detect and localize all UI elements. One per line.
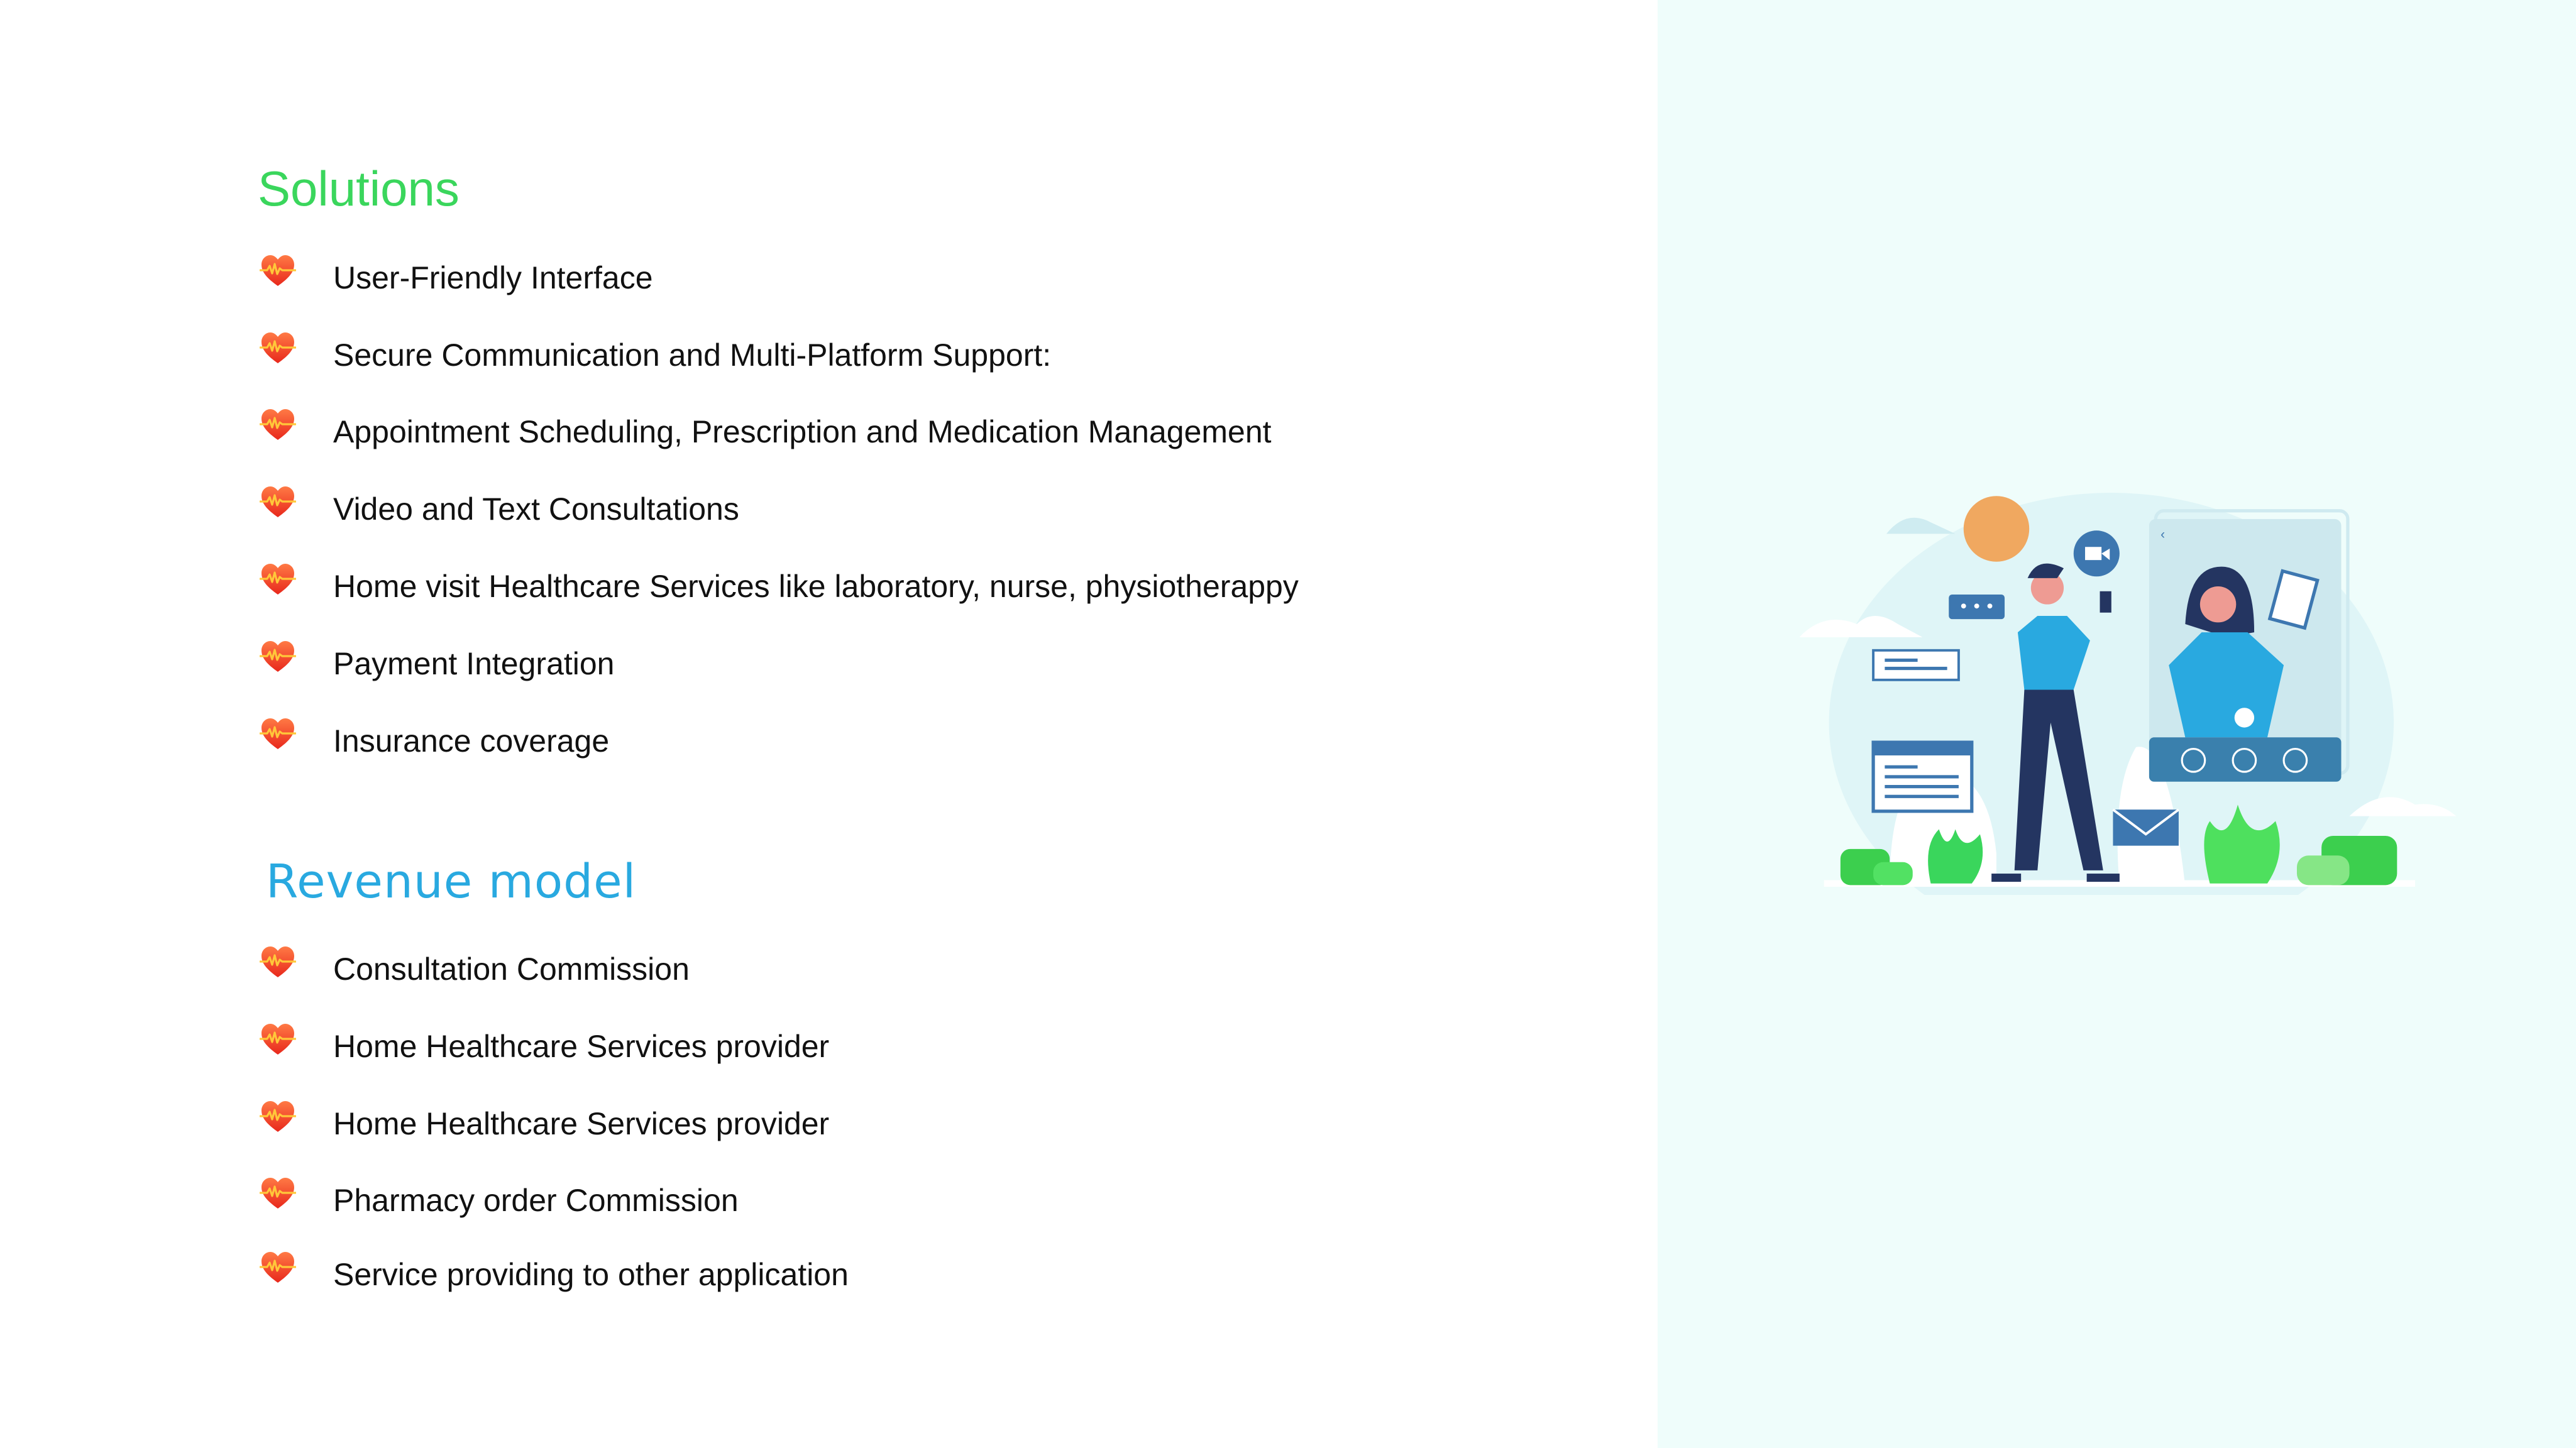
solution-item: User-Friendly Interface: [260, 253, 653, 300]
heart-pulse-icon: [260, 331, 296, 366]
heart-pulse-icon: [260, 485, 296, 520]
ground: [1824, 880, 2416, 887]
back-chevron-icon: ‹: [2160, 527, 2165, 542]
phone-call-icon: [2234, 708, 2255, 728]
solution-item-label: Secure Communication and Multi-Platform …: [333, 337, 1052, 373]
revenue-model-heading: Revenue model: [266, 855, 637, 909]
doctor-figure: [2169, 566, 2320, 738]
patient-figure: [1991, 563, 2120, 882]
heart-pulse-icon: [260, 1022, 296, 1057]
plant-icon: [1928, 829, 1983, 884]
heart-pulse-icon: [260, 562, 296, 597]
heart-pulse-icon: [260, 945, 296, 980]
revenue-item: Home Healthcare Services provider: [260, 1024, 829, 1068]
telemedicine-illustration: ‹: [1799, 493, 2457, 895]
revenue-item-label: Service providing to other application: [333, 1257, 849, 1292]
solution-item: Home visit Healthcare Services like labo…: [260, 564, 1299, 608]
solution-item-label: Home visit Healthcare Services like labo…: [333, 569, 1299, 604]
revenue-item: Consultation Commission: [260, 945, 690, 991]
solution-item-label: Appointment Scheduling, Prescription and…: [333, 414, 1272, 449]
bush-icon: [1873, 862, 1913, 886]
revenue-item: Home Healthcare Services provider: [260, 1099, 830, 1146]
solution-item: Video and Text Consultations: [260, 485, 739, 531]
microphone-icon: [2232, 747, 2257, 773]
revenue-item: Service providing to other application: [260, 1250, 849, 1297]
solution-item-label: User-Friendly Interface: [333, 260, 653, 295]
sun-icon: [1963, 496, 2030, 562]
solution-item: Secure Communication and Multi-Platform …: [260, 331, 1052, 377]
power-icon: [2282, 747, 2308, 773]
solution-item-label: Insurance coverage: [333, 723, 610, 759]
heart-pulse-icon: [260, 1099, 296, 1134]
clipboard-icon: [2267, 569, 2320, 630]
revenue-item-label: Pharmacy order Commission: [333, 1183, 739, 1218]
solution-item: Payment Integration: [260, 639, 615, 686]
solutions-heading: Solutions: [258, 161, 460, 216]
revenue-item: Pharmacy order Commission: [260, 1178, 739, 1222]
cloud-icon: [1799, 615, 1923, 637]
heart-pulse-icon: [260, 716, 296, 752]
call-controls-bar: [2149, 737, 2342, 782]
heart-pulse-icon: [260, 407, 296, 442]
envelope-icon: [2113, 809, 2179, 846]
heart-pulse-icon: [260, 639, 296, 674]
heart-pulse-icon: [260, 253, 296, 288]
cloud-icon: [2349, 797, 2457, 816]
heart-pulse-icon: [260, 1176, 296, 1211]
message-bubble-icon: [1872, 649, 1960, 681]
camera-icon: [2181, 747, 2206, 773]
revenue-item-label: Consultation Commission: [333, 952, 690, 987]
bush-icon: [2296, 855, 2350, 886]
solution-item: Appointment Scheduling, Prescription and…: [260, 407, 1272, 454]
cloud-icon: [1886, 517, 1956, 534]
solution-item: Insurance coverage: [260, 716, 610, 763]
revenue-item-label: Home Healthcare Services provider: [333, 1106, 830, 1141]
revenue-item-label: Home Healthcare Services provider: [333, 1029, 830, 1064]
solution-item-label: Video and Text Consultations: [333, 491, 739, 527]
heart-pulse-icon: [260, 1250, 296, 1285]
smartphone-icon: [2100, 591, 2111, 613]
solution-item-label: Payment Integration: [333, 646, 615, 681]
plant-icon: [2204, 804, 2280, 884]
